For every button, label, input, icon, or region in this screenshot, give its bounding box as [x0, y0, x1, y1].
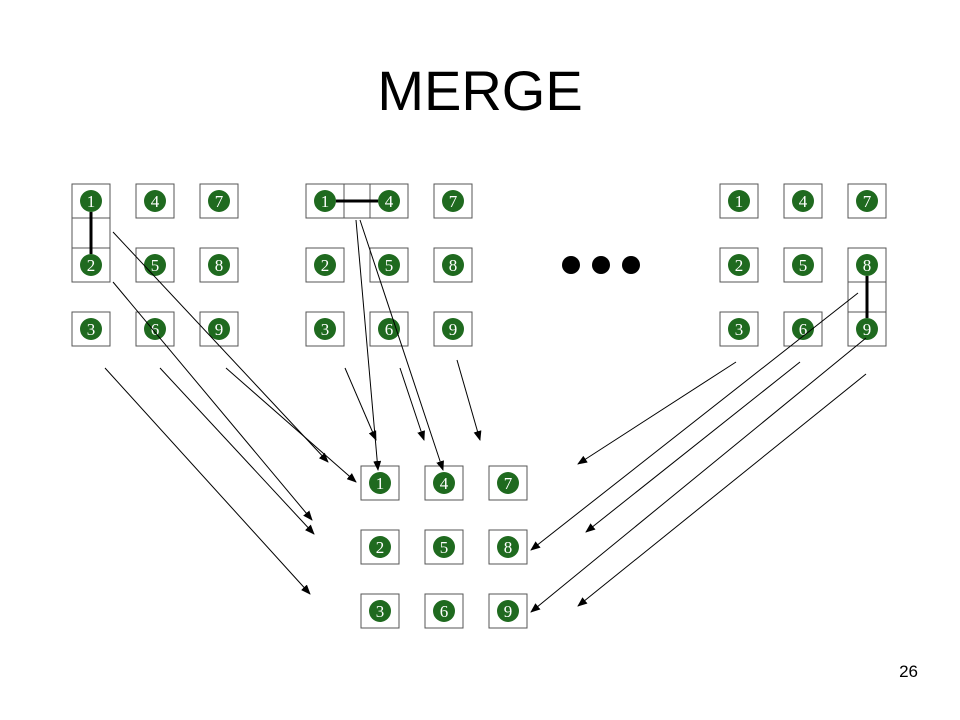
arrow-tm-4-to-4: [359, 219, 444, 471]
grid-top-middle-cell-5: 5: [369, 247, 409, 283]
grid-top-right-pair-outline: [847, 247, 887, 347]
grid-top-right-label-3: 3: [735, 320, 744, 339]
arrow-tl-3-to-3: [104, 367, 311, 595]
grid-top-right-label-6: 6: [799, 320, 808, 339]
grid-top-left-cell-7: 7: [199, 183, 239, 219]
grid-merged-label-6: 6: [440, 602, 449, 621]
grid-top-middle-cell-1: 1: [305, 183, 345, 219]
grid-top-left-label-7: 7: [215, 192, 224, 211]
grid-top-middle-cell-6: 6: [369, 311, 409, 347]
arrow-tr-9-to-9: [530, 337, 867, 613]
grid-top-right-label-9: 9: [863, 320, 872, 339]
grid-merged-label-3: 3: [376, 602, 385, 621]
grid-top-right-label-4: 4: [799, 192, 808, 211]
ellipsis-dot-3: [622, 256, 640, 274]
slide-number: 26: [899, 662, 918, 681]
grid-merged-label-1: 1: [376, 474, 385, 493]
grid-top-middle-cell-2: 2: [305, 247, 345, 283]
ellipsis-dots: [562, 256, 640, 274]
grid-merged-label-5: 5: [440, 538, 449, 557]
grid-top-middle-label-9: 9: [449, 320, 458, 339]
grid-top-right-cell-5: 5: [783, 247, 823, 283]
grid-merged-cell-5: 5: [424, 529, 464, 565]
grid-top-middle-cell-9: 9: [433, 311, 473, 347]
grid-top-left-cell-9: 9: [199, 311, 239, 347]
grid-top-right-cell-2: 2: [719, 247, 759, 283]
grid-top-left-cell-3: 3: [71, 311, 111, 347]
arrow-tm-b: [399, 367, 425, 441]
grid-top-left-label-1: 1: [87, 192, 96, 211]
grid-top-left-cell-1: 1: [71, 183, 111, 219]
grid-top-right-cell-6: 6: [783, 311, 823, 347]
grid-top-right-cell-4: 4: [783, 183, 823, 219]
grid-top-right-cell-3: 3: [719, 311, 759, 347]
grid-top-middle-label-3: 3: [321, 320, 330, 339]
grid-merged-cell-7: 7: [488, 465, 528, 501]
arrow-tl-2-to-2: [112, 281, 313, 521]
grid-top-middle-label-6: 6: [385, 320, 394, 339]
ellipsis-dot-1: [562, 256, 580, 274]
arrow-tr-a: [577, 361, 737, 465]
grid-merged-cell-2: 2: [360, 529, 400, 565]
arrow-tr-c: [577, 373, 867, 607]
arrow-tl-4-to-2: [159, 367, 315, 535]
grid-top-right-label-7: 7: [863, 192, 872, 211]
grid-top-middle-label-7: 7: [449, 192, 458, 211]
grid-top-right-cell-7: 7: [847, 183, 887, 219]
grid-top-middle-label-4: 4: [385, 192, 394, 211]
grid-merged-label-8: 8: [504, 538, 513, 557]
grid-top-middle-label-2: 2: [321, 256, 330, 275]
grid-top-left-label-9: 9: [215, 320, 224, 339]
arrow-tr-b: [585, 361, 801, 533]
grid-top-left-label-3: 3: [87, 320, 96, 339]
grid-merged-cell-1: 1: [360, 465, 400, 501]
slide-title: MERGE: [377, 59, 583, 122]
arrow-tm-c: [456, 359, 482, 441]
grid-top-middle-cell-3: 3: [305, 311, 345, 347]
grid-merged-cell-3: 3: [360, 593, 400, 629]
grid-top-right-label-2: 2: [735, 256, 744, 275]
grid-top-middle-cell-7: 7: [433, 183, 473, 219]
grid-top-middle-label-1: 1: [321, 192, 330, 211]
grid-top-middle-cell-8: 8: [433, 247, 473, 283]
grid-top-middle: 1 2 3 4 5 6 7 8 9: [305, 183, 473, 347]
arrow-tl-1-to-1: [112, 231, 329, 463]
grid-top-right-cell-1: 1: [719, 183, 759, 219]
grid-top-left-label-5: 5: [151, 256, 160, 275]
arrow-tl-7-to-1: [225, 367, 357, 483]
grid-merged-label-4: 4: [440, 474, 449, 493]
grid-merged-cell-9: 9: [488, 593, 528, 629]
grid-top-middle-pair-outline: [305, 183, 409, 219]
ellipsis-dot-2: [592, 256, 610, 274]
grid-top-left-label-8: 8: [215, 256, 224, 275]
grid-top-left-label-6: 6: [151, 320, 160, 339]
grid-top-middle-label-5: 5: [385, 256, 394, 275]
grid-top-left-cell-8: 8: [199, 247, 239, 283]
grid-merged-cell-8: 8: [488, 529, 528, 565]
grid-merged-label-2: 2: [376, 538, 385, 557]
grid-top-right-cell-8: 8: [847, 247, 887, 283]
grid-merged-label-7: 7: [504, 474, 513, 493]
grid-top-left-cell-4: 4: [135, 183, 175, 219]
grid-top-middle-label-8: 8: [449, 256, 458, 275]
grid-top-right-label-5: 5: [799, 256, 808, 275]
grid-top-left-label-4: 4: [151, 192, 160, 211]
grid-top-right: 1 2 3 4 5 6 7 8 9: [719, 183, 887, 347]
grid-top-left-cell-6: 6: [135, 311, 175, 347]
grid-top-left-label-2: 2: [87, 256, 96, 275]
grid-merged-cell-4: 4: [424, 465, 464, 501]
grid-top-left: 1 2 3 4 5 6 7 8 9: [71, 183, 239, 347]
grid-top-right-label-1: 1: [735, 192, 744, 211]
grid-merged: 1 2 3 4 5 6 7 8 9: [360, 465, 528, 629]
arrow-tr-8-to-8: [530, 292, 859, 551]
arrow-tm-a: [344, 367, 377, 441]
grid-top-left-pair-outline: [71, 183, 111, 283]
grid-top-right-label-8: 8: [863, 256, 872, 275]
grid-merged-cell-6: 6: [424, 593, 464, 629]
grid-merged-label-9: 9: [504, 602, 513, 621]
arrow-tm-1-to-1: [355, 219, 382, 471]
